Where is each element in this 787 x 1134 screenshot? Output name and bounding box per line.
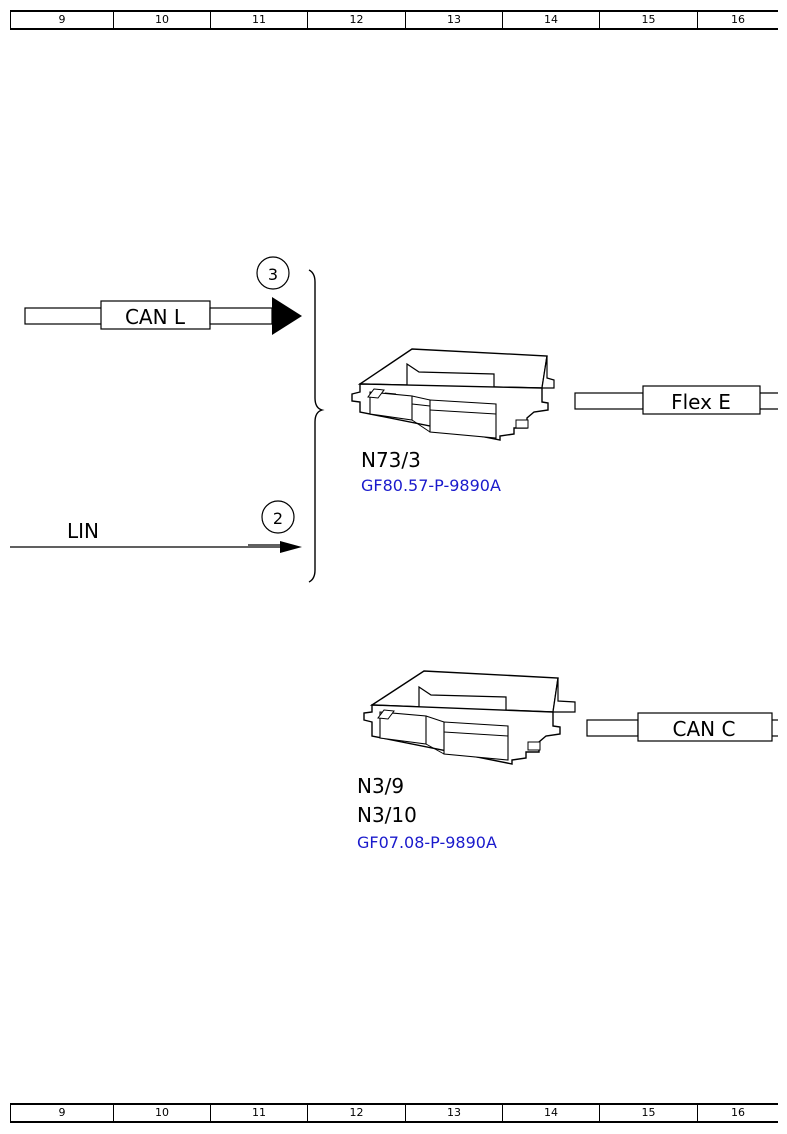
ruler-cell: 12	[307, 12, 405, 28]
ruler-cell: 14	[502, 12, 599, 28]
ruler-cell: 10	[113, 1105, 210, 1121]
ruler-cell: 15	[599, 1105, 697, 1121]
ruler-cell: 13	[405, 12, 502, 28]
ruler-cell: 14	[502, 1105, 599, 1121]
ruler-cell: 11	[210, 12, 307, 28]
module-top-id: N73/3	[361, 448, 421, 472]
control-module-top	[351, 348, 555, 441]
reference-circle	[261, 500, 295, 534]
flex-e-label: Flex E	[671, 390, 731, 414]
control-module-bottom	[363, 670, 576, 765]
module-bottom-reference-link[interactable]: GF07.08-P-9890A	[357, 833, 497, 852]
ruler-cell: 12	[307, 1105, 405, 1121]
ruler-top: 9 10 11 12 13 14 15 16	[10, 10, 778, 30]
can-l-signal: CAN L 3	[24, 256, 302, 335]
ruler-cell: 16	[697, 12, 778, 28]
curly-brace	[308, 269, 325, 583]
lin-signal: LIN 2	[10, 500, 302, 553]
lin-label: LIN	[67, 519, 99, 543]
ruler-cell: 11	[210, 1105, 307, 1121]
can-l-label: CAN L	[125, 305, 186, 329]
flex-e-bus: Flex E	[574, 385, 778, 415]
ruler-cell: 16	[697, 1105, 778, 1121]
can-l-number: 3	[268, 265, 278, 284]
can-l-label-box	[100, 300, 211, 330]
can-c-label: CAN C	[673, 717, 736, 741]
reference-circle	[256, 256, 290, 290]
ruler-bottom: 9 10 11 12 13 14 15 16	[10, 1103, 778, 1123]
ruler-cell: 13	[405, 1105, 502, 1121]
ruler-cell: 15	[599, 12, 697, 28]
arrow-right-icon	[272, 297, 302, 335]
flex-e-label-box	[642, 385, 761, 415]
can-c-label-box	[637, 712, 773, 742]
ruler-cell: 9	[10, 1105, 113, 1121]
module-bottom-id-2: N3/10	[357, 803, 417, 827]
ruler-cell: 9	[10, 12, 113, 28]
module-bottom-id-1: N3/9	[357, 774, 404, 798]
arrow-right-icon	[280, 541, 302, 553]
module-top-reference-link[interactable]: GF80.57-P-9890A	[361, 476, 501, 495]
lin-number: 2	[273, 509, 283, 528]
ruler-cell: 10	[113, 12, 210, 28]
can-c-bus: CAN C	[586, 712, 778, 742]
